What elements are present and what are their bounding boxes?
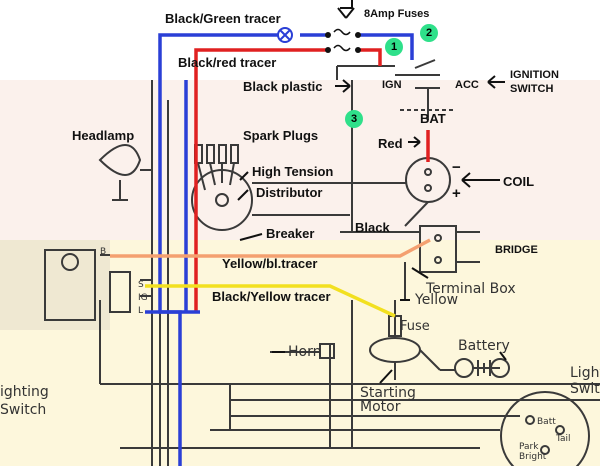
alt-l-terminal-label: L: [138, 306, 144, 316]
fuse-label: Fuse: [400, 319, 430, 334]
high-tension-label: High Tension: [252, 164, 334, 179]
coil-label: COIL: [503, 174, 535, 189]
black-green-tracer-wire: [158, 33, 280, 466]
battery-arrow-icon: [499, 351, 507, 361]
black-yellow-tracer-wire: [145, 284, 396, 318]
high-tension-arrow-icon: [239, 171, 249, 181]
terminal-box-arrow-icon: [411, 267, 429, 279]
coil-plus-label: +: [452, 185, 461, 202]
breaker-label: Breaker: [266, 226, 315, 241]
alt-ig-terminal-label: IG: [138, 293, 148, 303]
fuses-label: 8Amp Fuses: [364, 8, 430, 20]
breaker-arrow-icon: [239, 233, 263, 241]
horn-label: Horn: [288, 344, 322, 360]
distributor-label: Distributor: [256, 185, 323, 200]
badge-2: 2: [420, 24, 438, 42]
black-label: Black: [355, 220, 390, 235]
lighting-switch-left-label: ighting Switch: [0, 384, 49, 418]
starting-motor-label: Starting Motor: [360, 385, 416, 415]
red-arrow-icon: [408, 136, 421, 148]
black-plastic-arrow-icon: [335, 79, 351, 93]
ign-label: IGN: [382, 79, 402, 91]
alt-s-terminal-label: S: [138, 280, 144, 290]
black-red-tracer-wire: [194, 48, 330, 312]
black-green-tracer-label: Black/Green tracer: [165, 11, 281, 26]
park-bright-label: Park Bright: [519, 442, 547, 462]
ignition-switch-arrow-icon: [487, 75, 505, 89]
black-plastic-label: Black plastic: [243, 79, 323, 94]
alternator-panel: [0, 240, 110, 330]
acc-label: ACC: [455, 79, 479, 91]
fuse-symbols: [333, 28, 351, 52]
background-top-panel: [0, 0, 600, 80]
tail-terminal-label: Tail: [556, 434, 571, 444]
yellow-label: Yellow: [415, 292, 459, 308]
pointer-arrows: [237, 0, 507, 384]
fuses-arrow-icon: [337, 0, 355, 19]
badge-1: 1: [385, 38, 403, 56]
spark-plugs-label: Spark Plugs: [243, 128, 319, 143]
starter-arrow-icon: [379, 369, 393, 384]
coil-minus-label: −: [452, 159, 461, 176]
ignition-switch-label: IGNITION SWITCH: [510, 69, 559, 95]
badge-3: 3: [345, 110, 363, 128]
black-red-tracer-label: Black/red tracer: [178, 55, 277, 70]
bridge-label: BRIDGE: [495, 244, 538, 256]
coil-arrow-icon: [461, 172, 500, 188]
alt-b-terminal-label: B: [100, 247, 107, 257]
schematic-ink: [44, 59, 600, 466]
batt-terminal-label: Batt: [537, 417, 556, 427]
bat-label: BAT: [420, 111, 446, 126]
lighting-switch-right-label: Light Swit: [570, 365, 600, 397]
yellow-bl-tracer-label: Yellow/bl.tracer: [222, 256, 318, 271]
colored-wires: [110, 33, 431, 466]
terminal-box-label: Terminal Box: [426, 281, 516, 297]
red-label: Red: [378, 136, 403, 151]
headlamp-label: Headlamp: [72, 128, 135, 143]
battery-label: Battery: [458, 338, 510, 354]
black-yellow-tracer-label: Black/Yellow tracer: [212, 289, 331, 304]
yellow-bl-tracer-wire: [110, 238, 431, 258]
distributor-arrow-icon: [237, 189, 249, 201]
